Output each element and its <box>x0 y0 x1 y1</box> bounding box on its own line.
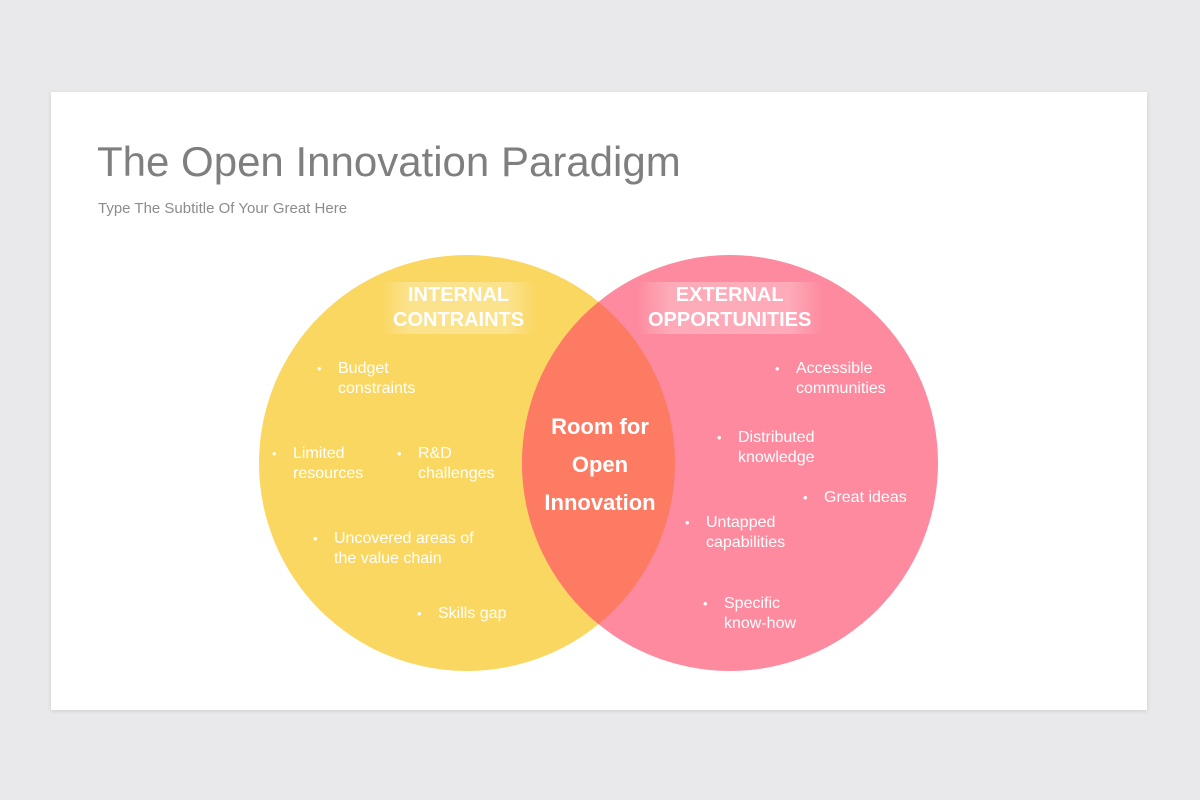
bullet-accessible-communities: Accessible communities <box>775 359 886 399</box>
center-label-line: Room for <box>551 414 649 439</box>
slide: The Open Innovation Paradigm Type The Su… <box>51 92 1147 710</box>
bullet-great-ideas: Great ideas <box>803 488 907 508</box>
bullet-line: Budget <box>338 360 389 377</box>
bullet-limited-resources: Limited resources <box>272 444 363 484</box>
bullet-line: communities <box>796 380 886 397</box>
bullet-line: know-how <box>724 615 797 632</box>
bullet-line: Untapped <box>706 514 776 531</box>
internal-constraints-heading: INTERNAL CONTRAINTS <box>381 282 537 334</box>
heading-line: CONTRAINTS <box>393 309 525 331</box>
external-opportunities-heading: EXTERNAL OPPORTUNITIES <box>636 282 824 334</box>
bullet-line: Distributed <box>738 429 815 446</box>
bullet-distributed-knowledge: Distributed knowledge <box>717 428 815 468</box>
bullet-line: challenges <box>418 465 495 482</box>
bullet-rd-challenges: R&D challenges <box>397 444 495 484</box>
bullet-line: Uncovered areas of <box>334 530 474 547</box>
heading-line: OPPORTUNITIES <box>648 309 812 331</box>
heading-line: INTERNAL <box>408 284 510 306</box>
slide-subtitle: Type The Subtitle Of Your Great Here <box>98 200 348 217</box>
bullet-line: knowledge <box>738 449 815 466</box>
bullet-line: Specific <box>724 595 781 612</box>
bullet-untapped-capabilities: Untapped capabilities <box>685 513 785 553</box>
center-label-line: Innovation <box>544 490 656 515</box>
bullet-line: Great ideas <box>824 489 907 506</box>
center-label-line: Open <box>571 452 629 477</box>
bullet-line: capabilities <box>706 534 786 551</box>
overlap-region <box>522 255 675 671</box>
bullet-line: R&D <box>418 445 452 462</box>
bullet-budget-constraints: Budget constraints <box>317 359 415 399</box>
heading-line: EXTERNAL <box>675 284 784 306</box>
slide-title: The Open Innovation Paradigm <box>97 138 681 185</box>
bullet-line: resources <box>293 465 364 482</box>
bullet-line: the value chain <box>334 550 442 567</box>
bullet-line: Limited <box>293 445 345 462</box>
bullet-specific-know-how: Specific know-how <box>703 594 796 634</box>
bullet-uncovered-areas: Uncovered areas of the value chain <box>313 529 474 569</box>
bullet-line: Skills gap <box>438 605 507 622</box>
overlap-lens <box>522 255 675 671</box>
bullet-skills-gap: Skills gap <box>417 604 506 624</box>
bullet-line: constraints <box>338 380 416 397</box>
room-for-open-innovation-label: Room for Open Innovation <box>525 408 675 522</box>
venn-diagram: INTERNAL CONTRAINTS EXTERNAL OPPORTUNITI… <box>51 92 1147 710</box>
bullet-line: Accessible <box>796 360 873 377</box>
